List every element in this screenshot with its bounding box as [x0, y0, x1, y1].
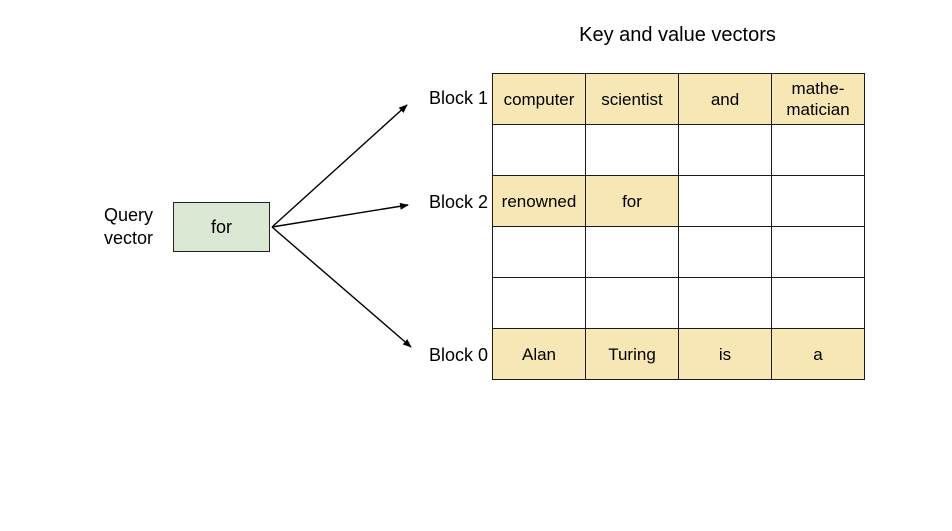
kv-cell-empty: [492, 124, 586, 176]
block-0-label: Block 0: [428, 345, 488, 365]
kv-cell-empty: [585, 226, 679, 278]
kv-cell: Alan: [492, 328, 586, 380]
kv-cell-empty: [678, 124, 772, 176]
kv-cell-empty: [492, 277, 586, 329]
table-row: [492, 277, 865, 329]
query-vector-box: for: [173, 202, 270, 252]
kv-cell: a: [771, 328, 865, 380]
block-1-label: Block 1: [428, 88, 488, 108]
kv-cell-empty: [771, 124, 865, 176]
kv-cell: and: [678, 73, 772, 125]
kv-cell-empty: [771, 175, 865, 227]
kv-cell-empty: [678, 277, 772, 329]
kv-cell-empty: [678, 175, 772, 227]
kv-cell: for: [585, 175, 679, 227]
block-2-label: Block 2: [428, 192, 488, 212]
kv-cell-empty: [492, 226, 586, 278]
table-row: [492, 226, 865, 278]
kv-cell-empty: [771, 277, 865, 329]
kv-cell: mathe- matician: [771, 73, 865, 125]
kv-cell-empty: [585, 124, 679, 176]
kv-cell-empty: [585, 277, 679, 329]
kv-cell: Turing: [585, 328, 679, 380]
kv-cell: scientist: [585, 73, 679, 125]
arrow-to-block-0: [271, 226, 412, 348]
kv-cell: computer: [492, 73, 586, 125]
kv-cell: is: [678, 328, 772, 380]
query-vector-box-text: for: [210, 216, 232, 237]
arrow-to-block-2: [271, 202, 409, 228]
table-row: [492, 124, 865, 176]
kv-cell: renowned: [492, 175, 586, 227]
kv-cell-empty: [771, 226, 865, 278]
diagram-title: Key and value vectors: [579, 24, 776, 46]
kv-cell-empty: [678, 226, 772, 278]
query-vector-label: Query vector: [104, 205, 154, 248]
arrow-to-block-1: [271, 104, 408, 228]
